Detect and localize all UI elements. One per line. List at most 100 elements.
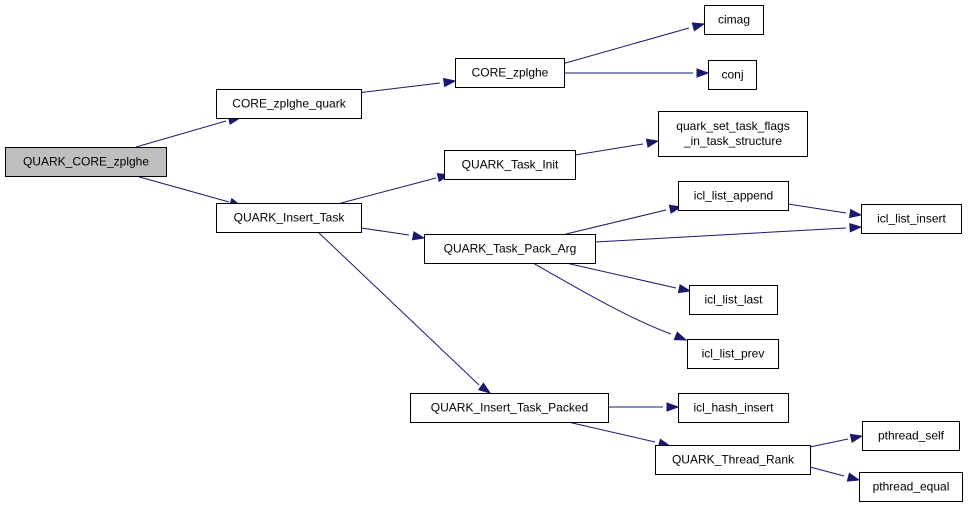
node-quark-task-pack-arg[interactable]: QUARK_Task_Pack_Arg bbox=[424, 234, 596, 264]
edge-line bbox=[809, 438, 849, 448]
node-conj[interactable]: conj bbox=[708, 60, 757, 90]
edge-quark_task_pack_arg-to-icl_list_last bbox=[565, 262, 692, 294]
edge-root-to-quark_insert_task bbox=[135, 175, 243, 207]
node-box[interactable] bbox=[410, 393, 609, 423]
node-box[interactable] bbox=[708, 60, 757, 90]
arrowhead-icon bbox=[696, 68, 710, 78]
arrowhead-icon bbox=[677, 283, 692, 294]
arrowhead-icon bbox=[849, 223, 863, 233]
edge-quark_thread_rank-to-pthread_self bbox=[809, 433, 864, 448]
node-label: CORE_zplghe bbox=[472, 66, 549, 80]
node-label: pthread_self bbox=[878, 429, 945, 443]
arrowhead-icon bbox=[673, 331, 688, 341]
edge-quark_task_pack_arg-to-icl_list_insert bbox=[594, 223, 863, 243]
edge-line bbox=[594, 227, 847, 243]
edge-quark_task_init-to-quark_set_task_flags bbox=[574, 138, 660, 156]
edge-core_zplghe-to-conj bbox=[563, 68, 710, 78]
edge-line bbox=[135, 175, 230, 203]
node-label: _in_task_structure bbox=[683, 134, 782, 148]
arrowhead-icon bbox=[691, 22, 706, 32]
arrowhead-icon bbox=[477, 382, 492, 394]
node-quark-insert-task-packed[interactable]: QUARK_Insert_Task_Packed bbox=[410, 393, 609, 423]
edge-quark_insert_task-to-quark_task_pack_arg bbox=[360, 227, 426, 241]
node-cimag[interactable]: cimag bbox=[704, 5, 764, 35]
edge-root-to-core_zplghe_quark bbox=[135, 115, 242, 148]
arrowhead-icon bbox=[442, 77, 457, 88]
edge-line bbox=[567, 421, 656, 443]
edge-quark_task_pack_arg-to-icl_list_prev bbox=[532, 262, 688, 341]
node-root[interactable]: QUARK_CORE_zplghe bbox=[5, 147, 167, 177]
node-box[interactable] bbox=[655, 445, 811, 475]
node-label: conj bbox=[721, 68, 743, 82]
node-icl-hash-insert[interactable]: icl_hash_insert bbox=[678, 393, 789, 423]
node-label: QUARK_Task_Init bbox=[462, 158, 559, 172]
edge-line bbox=[787, 203, 847, 214]
edge-line bbox=[565, 209, 667, 235]
node-core-zplghe[interactable]: CORE_zplghe bbox=[455, 58, 565, 88]
edge-line bbox=[317, 231, 480, 386]
node-icl-list-insert[interactable]: icl_list_insert bbox=[861, 204, 962, 234]
edge-quark_insert_task_packed-to-icl_hash_insert bbox=[608, 402, 680, 412]
node-quark-set-task-flags[interactable]: quark_set_task_flags_in_task_structure bbox=[658, 111, 808, 157]
node-label: pthread_equal bbox=[873, 480, 950, 494]
edge-quark_insert_task_packed-to-quark_thread_rank bbox=[567, 421, 672, 448]
arrowhead-icon bbox=[666, 402, 680, 412]
node-core-zplghe-quark[interactable]: CORE_zplghe_quark bbox=[216, 89, 362, 119]
edge-line bbox=[135, 120, 227, 148]
node-label: icl_list_last bbox=[704, 293, 763, 307]
arrowhead-icon bbox=[848, 208, 863, 219]
node-label: QUARK_Insert_Task bbox=[234, 211, 346, 225]
edge-line bbox=[565, 262, 677, 289]
nodes-layer: QUARK_CORE_zplghe CORE_zplghe_quarkQUARK_… bbox=[5, 5, 963, 502]
node-label: quark_set_task_flags bbox=[676, 119, 789, 133]
node-box[interactable] bbox=[859, 472, 963, 502]
node-icl-list-last[interactable]: icl_list_last bbox=[689, 285, 778, 315]
arrowhead-icon bbox=[849, 433, 864, 444]
edge-line bbox=[532, 262, 672, 335]
node-box[interactable] bbox=[216, 89, 362, 119]
node-box[interactable] bbox=[678, 393, 789, 423]
node-icl-list-prev[interactable]: icl_list_prev bbox=[687, 339, 779, 369]
node-quark-thread-rank[interactable]: QUARK_Thread_Rank bbox=[655, 445, 811, 475]
node-box[interactable] bbox=[455, 58, 565, 88]
node-label: cimag bbox=[718, 13, 750, 27]
node-quark-task-init[interactable]: QUARK_Task_Init bbox=[444, 150, 576, 180]
node-label: icl_list_insert bbox=[877, 212, 946, 226]
node-icl-list-append[interactable]: icl_list_append bbox=[678, 181, 789, 211]
arrowhead-icon bbox=[645, 138, 660, 148]
node-label: QUARK_Thread_Rank bbox=[672, 453, 795, 467]
node-label: QUARK_Insert_Task_Packed bbox=[431, 401, 588, 415]
node-label: CORE_zplghe_quark bbox=[232, 97, 346, 111]
node-box[interactable] bbox=[678, 181, 789, 211]
arrowhead-icon bbox=[846, 472, 861, 482]
edge-icl_list_append-to-icl_list_insert bbox=[787, 203, 863, 219]
node-box[interactable] bbox=[216, 203, 362, 233]
node-quark-insert-task[interactable]: QUARK_Insert_Task bbox=[216, 203, 362, 233]
edge-line bbox=[809, 466, 845, 477]
node-box[interactable] bbox=[689, 285, 778, 315]
arrowhead-icon bbox=[411, 231, 426, 241]
node-box[interactable] bbox=[687, 339, 779, 369]
node-box[interactable] bbox=[444, 150, 576, 180]
node-label: QUARK_CORE_zplghe bbox=[23, 155, 149, 169]
node-label: icl_list_prev bbox=[702, 347, 765, 361]
node-box[interactable] bbox=[862, 421, 960, 451]
node-pthread-equal[interactable]: pthread_equal bbox=[859, 472, 963, 502]
edge-line bbox=[574, 143, 644, 156]
node-box[interactable] bbox=[424, 234, 596, 264]
edge-line bbox=[561, 27, 690, 65]
edge-line bbox=[360, 227, 410, 236]
edge-quark_task_pack_arg-to-icl_list_append bbox=[565, 204, 683, 235]
edge-core_zplghe-to-cimag bbox=[561, 22, 706, 65]
edge-quark_thread_rank-to-pthread_equal bbox=[809, 466, 861, 482]
edge-quark_insert_task-to-quark_task_init bbox=[340, 172, 451, 204]
node-box[interactable] bbox=[704, 5, 764, 35]
node-box[interactable] bbox=[5, 147, 167, 177]
edge-line bbox=[340, 177, 437, 204]
node-box[interactable] bbox=[658, 111, 808, 157]
node-pthread-self[interactable]: pthread_self bbox=[862, 421, 960, 451]
node-box[interactable] bbox=[861, 204, 962, 234]
edge-quark_insert_task-to-quark_insert_task_packed bbox=[317, 231, 492, 394]
node-label: QUARK_Task_Pack_Arg bbox=[444, 242, 577, 256]
